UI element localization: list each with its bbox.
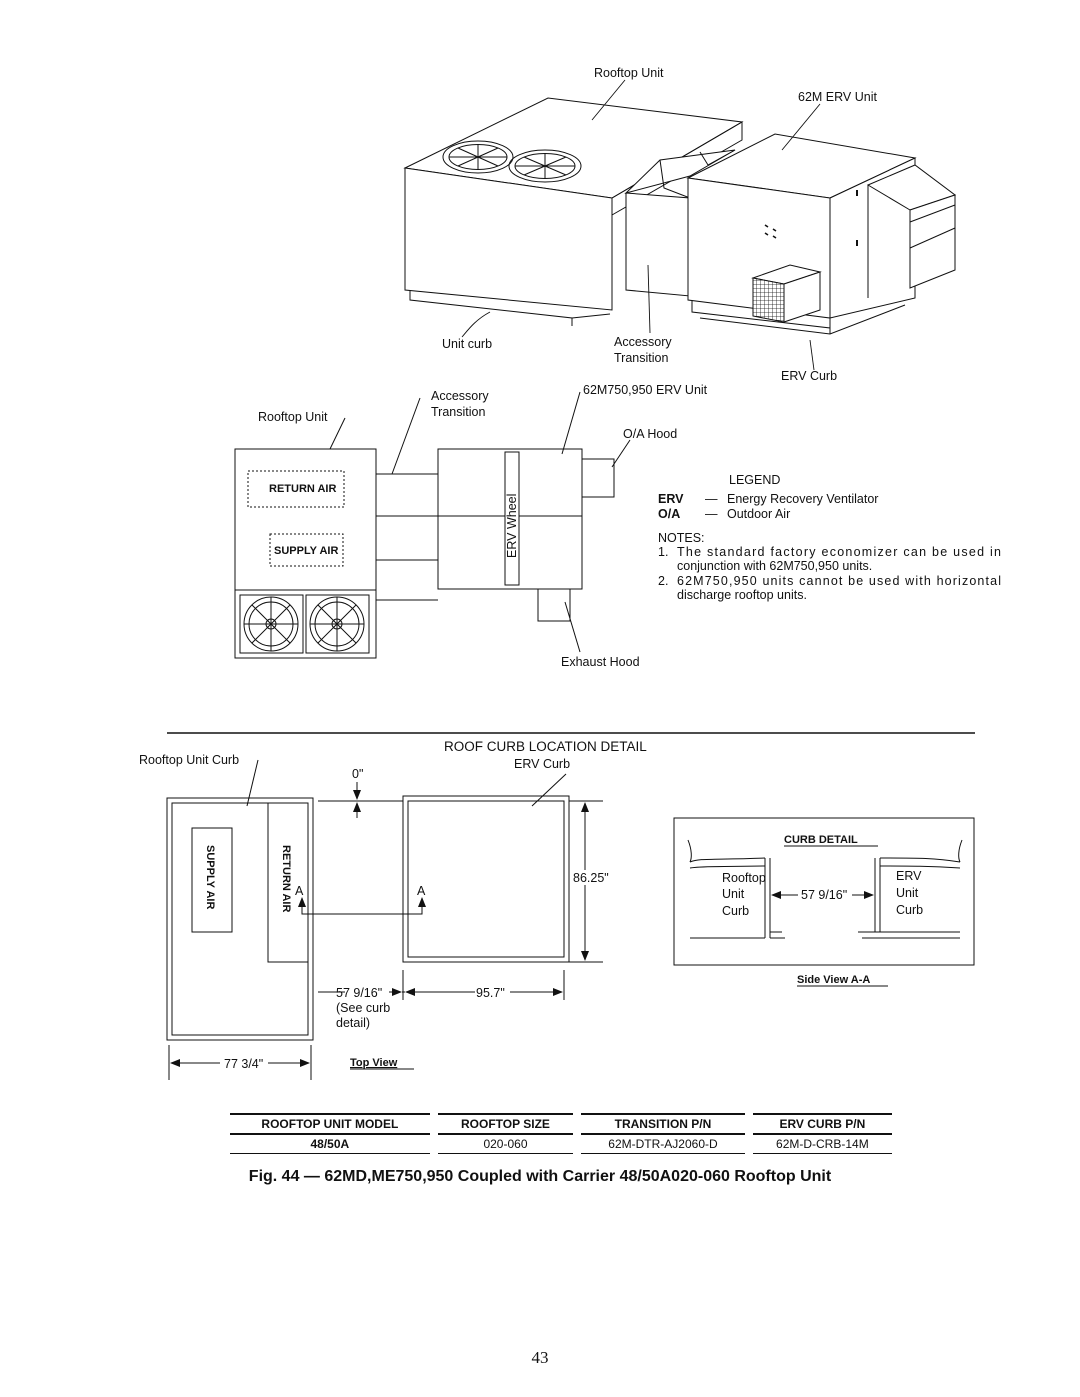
table-row: 48/50A 020-060 62M-DTR-AJ2060-D 62M-D-CR…: [230, 1134, 892, 1154]
legend-dash: —: [705, 507, 718, 521]
isometric-view: [403, 97, 957, 335]
erv-curb-detail-label: Curb: [896, 903, 923, 917]
table-header: ERV CURB P/N: [744, 1113, 892, 1135]
fan-icon: [305, 594, 370, 654]
return-air-label: RETURN AIR: [280, 845, 292, 912]
dim-zero-label: 0": [352, 767, 363, 781]
erv-curb-label: ERV Curb: [781, 369, 837, 383]
section-a-label: A: [295, 884, 304, 898]
erv-unit-label: 62M ERV Unit: [798, 90, 877, 104]
top-view-label: Top View: [350, 1057, 398, 1069]
legend-title: LEGEND: [729, 473, 780, 487]
accessory-transition-3d: [624, 149, 736, 297]
erv-unit-3d: [686, 133, 957, 335]
rooftop-curb-label: Rooftop: [722, 871, 766, 885]
plan-erv-unit-label: 62M750,950 ERV Unit: [583, 383, 708, 397]
figure-caption: Fig. 44 — 62MD,ME750,950 Coupled with Ca…: [248, 1168, 832, 1185]
see-curb-label: detail): [336, 1016, 370, 1030]
table-header: ROOFTOP UNIT MODEL: [230, 1113, 434, 1135]
table-header-row: ROOFTOP UNIT MODEL ROOFTOP SIZE TRANSITI…: [230, 1113, 892, 1135]
see-curb-label: (See curb: [336, 1001, 390, 1015]
plan-rooftop-unit-label: Rooftop Unit: [258, 410, 328, 424]
curb-detail-box: [673, 817, 975, 966]
return-air-label: RETURN AIR: [269, 483, 336, 495]
plan-accessory-label: Accessory: [431, 389, 489, 403]
oa-hood-label: O/A Hood: [623, 427, 677, 441]
note-text: The standard factory economizer can be u…: [677, 545, 1001, 559]
note-text: 62M750,950 units cannot be used with hor…: [677, 574, 1001, 588]
rooftop-unit-curb-label: Rooftop Unit Curb: [139, 753, 239, 767]
section-a-label: A: [417, 884, 426, 898]
legend: LEGEND ERV — Energy Recovery Ventilator …: [658, 473, 878, 521]
table-cell: 020-060: [429, 1134, 578, 1154]
table-cell: 48/50A: [230, 1134, 434, 1154]
supply-air-label: SUPPLY AIR: [204, 845, 216, 909]
condenser-fan-icon: [442, 140, 514, 174]
plan-transition-label: Transition: [431, 405, 485, 419]
page-number: 43: [531, 1348, 549, 1367]
accessory-transition-label: Transition: [614, 351, 668, 365]
erv-curb-detail-label: Unit: [896, 886, 919, 900]
table-cell: 62M-D-CRB-14M: [744, 1134, 892, 1154]
unit-curb-label: Unit curb: [442, 337, 492, 351]
dim-57-label: 57 9/16": [336, 986, 382, 1000]
dim-77-label: 77 3/4": [224, 1057, 263, 1071]
erv-curb-label: ERV Curb: [514, 757, 570, 771]
part-number-table: ROOFTOP UNIT MODEL ROOFTOP SIZE TRANSITI…: [230, 1113, 892, 1154]
rooftop-curb-label: Curb: [722, 904, 749, 918]
legend-abbr: O/A: [658, 507, 680, 521]
dim-86-label: 86.25": [573, 871, 609, 885]
table-header: TRANSITION P/N: [573, 1113, 749, 1135]
legend-abbr: ERV: [658, 492, 684, 506]
accessory-transition-label: Accessory: [614, 335, 672, 349]
exhaust-grille-icon: [751, 264, 822, 323]
rooftop-unit-label: Rooftop Unit: [594, 66, 664, 80]
table-cell: 62M-DTR-AJ2060-D: [573, 1134, 749, 1154]
notes: NOTES: 1. The standard factory economize…: [658, 531, 1001, 602]
oa-hood-3d: [866, 164, 957, 298]
curb-detail-title: CURB DETAIL: [784, 834, 858, 846]
exhaust-hood-label: Exhaust Hood: [561, 655, 640, 669]
rooftop-curb-label: Unit: [722, 887, 745, 901]
section-title: ROOF CURB LOCATION DETAIL: [444, 739, 647, 754]
dim-95-label: 95.7": [476, 986, 505, 1000]
curb-detail-dim: 57 9/16": [801, 888, 847, 902]
erv-wheel-label: ERV Wheel: [505, 494, 519, 558]
note-number: 2.: [658, 574, 668, 588]
fan-icon: [239, 594, 304, 654]
legend-text: Energy Recovery Ventilator: [727, 492, 878, 506]
legend-dash: —: [705, 492, 718, 506]
note-text: discharge rooftop units.: [677, 588, 807, 602]
table-header: ROOFTOP SIZE: [429, 1113, 578, 1135]
notes-title: NOTES:: [658, 531, 705, 545]
legend-text: Outdoor Air: [727, 507, 790, 521]
rooftop-unit-3d: [403, 97, 744, 326]
plan-view: [234, 391, 631, 659]
note-text: conjunction with 62M750,950 units.: [677, 559, 872, 573]
side-view-label: Side View A-A: [797, 974, 870, 986]
erv-curb-detail-label: ERV: [896, 869, 922, 883]
curb-top-view: [166, 759, 603, 1080]
condenser-fan-icon: [508, 149, 582, 183]
supply-air-label: SUPPLY AIR: [274, 545, 338, 557]
note-number: 1.: [658, 545, 668, 559]
